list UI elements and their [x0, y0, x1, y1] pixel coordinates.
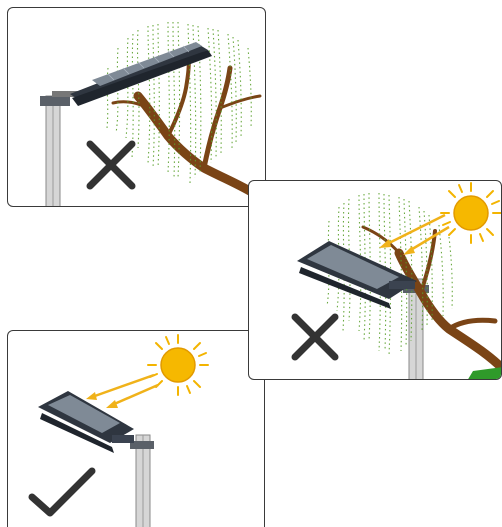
solar-street-lamp-icon [38, 391, 134, 453]
cross-mark-icon [90, 144, 132, 186]
sunlight-arrows [86, 375, 158, 408]
sun-icon [441, 183, 501, 243]
panel-sunlight-blocked [248, 180, 502, 380]
scene-lamp-in-sunlight [8, 331, 265, 527]
street-pole [130, 435, 154, 527]
check-mark-icon [32, 471, 92, 513]
scene-lamp-under-tree [8, 8, 266, 207]
sunlight-arrows [379, 215, 449, 255]
scene-sunlight-blocked [249, 181, 502, 380]
panel-lamp-in-sunlight [7, 330, 265, 527]
cross-mark-icon [295, 317, 335, 357]
street-pole [40, 91, 78, 207]
panel-lamp-under-tree [7, 7, 266, 207]
